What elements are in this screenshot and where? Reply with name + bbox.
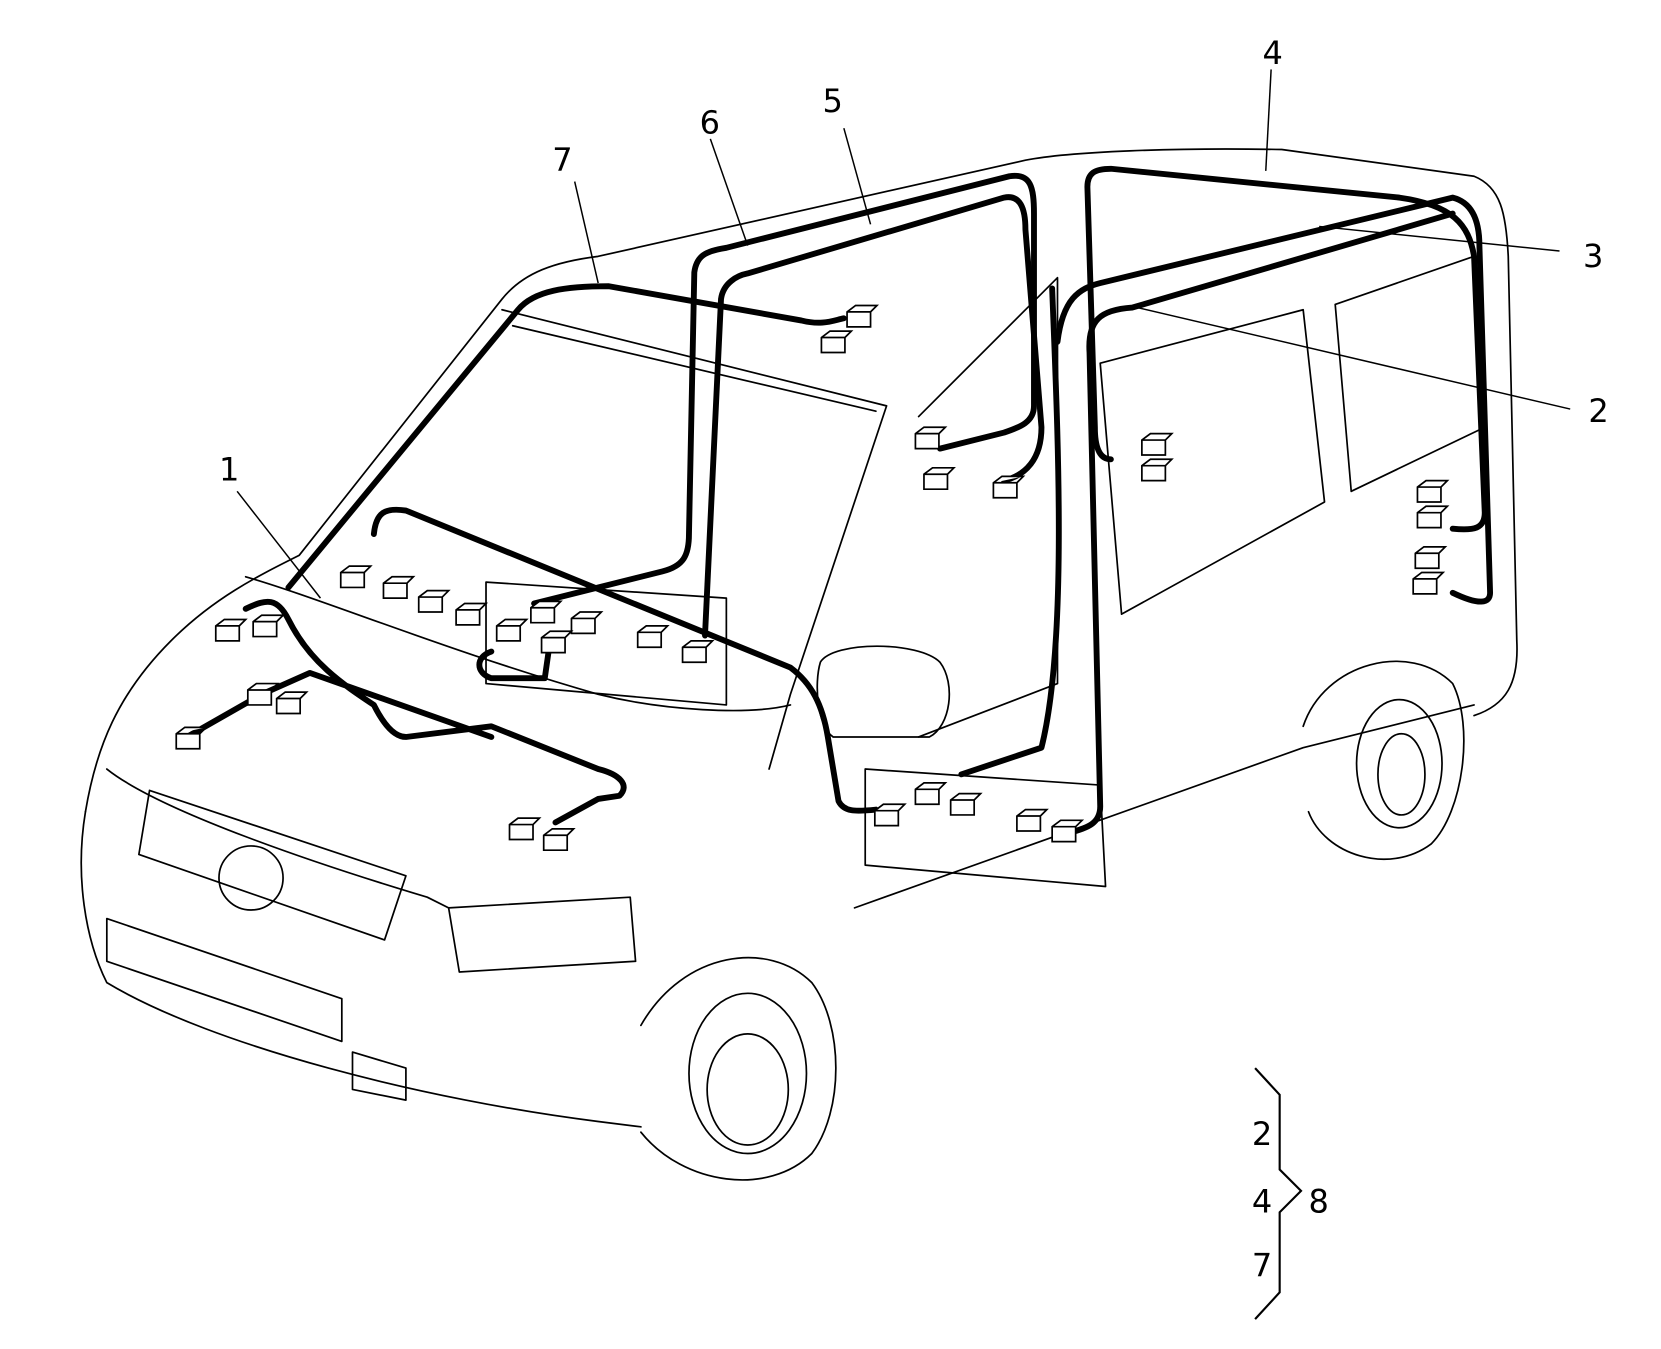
connector-icon	[570, 611, 604, 635]
connector-icon	[530, 600, 563, 624]
leader-lines	[236, 69, 1571, 1320]
callout-1: 1	[219, 451, 239, 489]
harness-7	[285, 283, 847, 591]
callout-4: 4	[1263, 34, 1283, 72]
connector-icon	[1016, 808, 1049, 832]
harness-group	[183, 165, 1494, 837]
connector-icon	[992, 475, 1026, 499]
connector-icon	[1416, 479, 1450, 503]
connector-icon	[455, 602, 489, 626]
connector-icon	[339, 565, 373, 589]
connector-icon	[1141, 432, 1174, 456]
connector-group	[175, 304, 1450, 852]
connector-icon	[214, 618, 248, 642]
connector-icon	[914, 782, 948, 806]
connector-icon	[542, 827, 576, 852]
connector-icon	[914, 426, 948, 450]
connector-icon	[949, 792, 983, 816]
connector-icon	[846, 304, 880, 328]
connector-icon	[252, 614, 286, 638]
group-member-4: 4	[1252, 1182, 1272, 1220]
harness-3	[1054, 194, 1494, 605]
van-body	[80, 148, 1518, 1181]
harness-2	[1065, 210, 1456, 837]
connector-icon	[382, 575, 416, 599]
callout-7: 7	[552, 141, 572, 179]
connector-icon	[1141, 458, 1174, 482]
callout-6: 6	[700, 104, 720, 142]
harness-1	[183, 506, 879, 826]
connector-icon	[1412, 571, 1446, 595]
connector-icon	[246, 682, 280, 706]
callout-5: 5	[822, 82, 842, 120]
connector-icon	[1414, 546, 1448, 570]
connector-icon	[923, 466, 956, 491]
connector-icon	[636, 625, 670, 649]
group-result-8: 8	[1309, 1182, 1329, 1220]
connector-icon	[417, 589, 451, 613]
connector-icon	[873, 803, 907, 827]
harness-4	[1084, 165, 1488, 533]
group-member-7: 7	[1252, 1246, 1272, 1284]
connector-icon	[681, 640, 715, 664]
connector-icon	[540, 630, 574, 654]
connector-icon	[1051, 819, 1085, 843]
harness-5	[702, 194, 1045, 639]
connector-icon	[508, 817, 542, 841]
callout-2: 2	[1588, 392, 1608, 430]
callout-3: 3	[1583, 237, 1603, 275]
group-member-2: 2	[1252, 1115, 1272, 1153]
connector-icon	[275, 691, 309, 715]
connector-icon	[175, 726, 209, 750]
connector-icon	[1416, 505, 1450, 529]
connector-icon	[820, 330, 854, 354]
connector-icon	[495, 618, 529, 642]
